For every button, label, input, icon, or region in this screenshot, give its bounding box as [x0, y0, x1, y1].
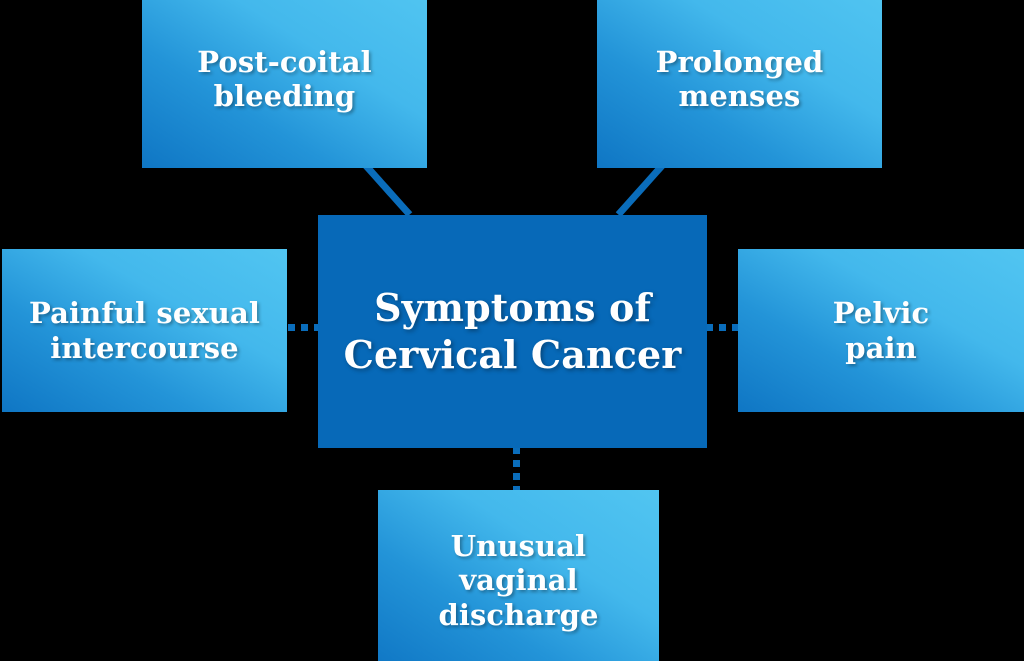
connector-center-to-right [706, 324, 738, 331]
symptom-card-label: Pelvic pain [832, 296, 930, 365]
connector-center-to-top-right [613, 163, 665, 220]
symptom-card-prolonged-menses[interactable]: Prolonged menses [597, 0, 882, 168]
symptom-card-unusual-vaginal-discharge[interactable]: Unusual vaginal discharge [378, 490, 659, 661]
center-hub-card[interactable]: Symptoms of Cervical Cancer [318, 215, 707, 448]
symptom-card-label: Prolonged menses [655, 44, 824, 113]
symptom-card-post-coital-bleeding[interactable]: Post-coital bleeding [142, 0, 427, 168]
center-hub-title: Symptoms of Cervical Cancer [343, 285, 682, 377]
symptom-card-pelvic-pain[interactable]: Pelvic pain [738, 249, 1024, 412]
symptom-card-painful-sexual-intercourse[interactable]: Painful sexual intercourse [2, 249, 287, 412]
symptom-card-label: Painful sexual intercourse [29, 296, 260, 365]
symptom-card-label: Post-coital bleeding [197, 44, 372, 113]
connector-center-to-top-left [363, 163, 415, 220]
connector-center-to-bottom [513, 447, 520, 492]
symptom-card-label: Unusual vaginal discharge [438, 529, 599, 632]
connector-center-to-left [288, 324, 319, 331]
